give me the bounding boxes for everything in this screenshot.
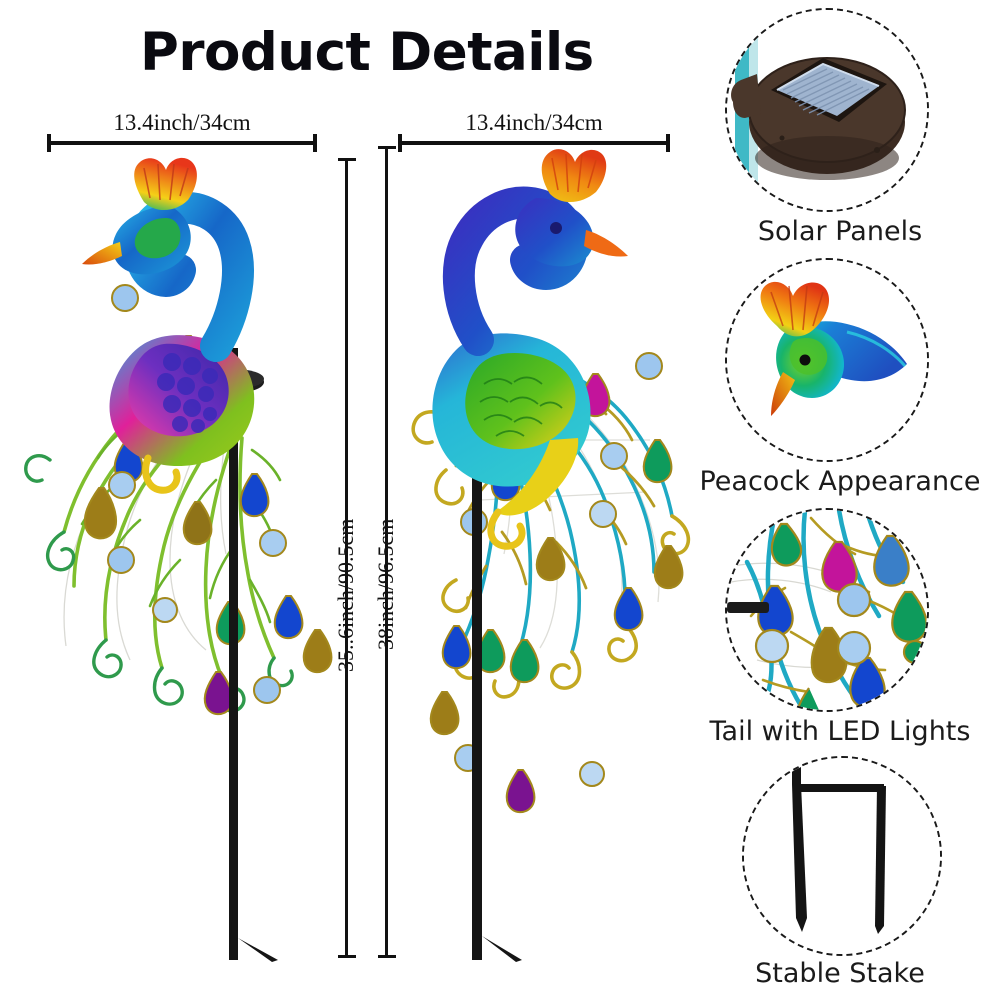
jewel-teardrop xyxy=(796,687,819,710)
jewel-teardrop xyxy=(273,595,304,640)
callout-stable-stake: Stable Stake xyxy=(690,756,990,996)
crest-lines xyxy=(551,153,597,193)
callout-label-peacock-appearance: Peacock Appearance xyxy=(699,466,981,497)
jewel-round xyxy=(253,676,281,704)
callout-label-solar-panels: Solar Panels xyxy=(757,216,923,247)
jewel-teardrop xyxy=(182,501,213,546)
rule-cap-top xyxy=(338,158,356,161)
jewel-teardrop xyxy=(203,671,234,716)
jewel-round xyxy=(152,597,178,623)
right-height-label: 38inch/96.5cm xyxy=(373,518,398,650)
jewel-round xyxy=(589,500,617,528)
rule-cap-left xyxy=(47,134,51,152)
jewel-teardrop xyxy=(509,639,540,684)
peacock-crest xyxy=(541,149,607,203)
jewel-round xyxy=(108,471,136,499)
jewel-round xyxy=(836,582,872,618)
peacock-appearance-photo xyxy=(725,258,929,462)
solar-panels-photo xyxy=(725,8,929,212)
housing-screw xyxy=(874,147,880,153)
rule-bar xyxy=(345,158,348,958)
left-height-rule xyxy=(338,158,356,958)
page-title: Product Details xyxy=(140,22,594,83)
rule-cap-top xyxy=(378,146,396,149)
tail-root-curl xyxy=(487,508,526,550)
stake-prong xyxy=(238,938,278,962)
jewel-teardrop xyxy=(441,625,472,670)
left-width-rule xyxy=(47,134,317,152)
left-width-label: 13.4inch/34cm xyxy=(113,110,251,135)
wing-scale-texture xyxy=(479,376,563,437)
right-width-label: 13.4inch/34cm xyxy=(465,110,603,135)
rule-cap-bottom xyxy=(378,955,396,958)
jewel-teardrop xyxy=(770,522,803,567)
callout-peacock-appearance: Peacock Appearance xyxy=(690,258,990,508)
callout-label-stable-stake: Stable Stake xyxy=(755,958,925,989)
jewel-round xyxy=(111,284,139,312)
callout-label-tail-led-lights: Tail with LED Lights xyxy=(709,716,971,747)
housing-side-tab xyxy=(731,74,761,118)
peacock-wing xyxy=(465,353,576,450)
jewel-teardrop xyxy=(653,545,684,590)
callout-tail-led-lights: Tail with LED Lights xyxy=(690,508,990,758)
rule-cap-left xyxy=(398,134,402,152)
jewel-round xyxy=(902,639,927,665)
peacock-crest-closeup xyxy=(760,281,830,337)
neck-highlight xyxy=(846,330,907,367)
jewel-teardrop xyxy=(83,487,117,540)
peacock-stake-left xyxy=(20,150,340,962)
stake-pole xyxy=(472,340,482,960)
solar-cell-assembly xyxy=(771,58,887,122)
wing-bubble-texture xyxy=(157,353,218,433)
peacock-beak xyxy=(82,242,122,265)
callout-solar-panels: Solar Panels xyxy=(690,8,990,258)
housing-screw xyxy=(779,135,785,141)
tail-led-photo xyxy=(725,508,929,712)
jewel-teardrop xyxy=(505,769,536,814)
jewel-teardrop xyxy=(429,691,460,736)
jewel-round xyxy=(754,628,790,664)
peacock-eye xyxy=(550,222,562,234)
stake-prong xyxy=(473,910,477,960)
stake-pole xyxy=(229,348,238,960)
rule-cap-bottom xyxy=(338,955,356,958)
tail-sweep xyxy=(496,438,579,516)
stake-pole-fragment xyxy=(727,602,769,613)
tail-root-curl xyxy=(142,454,181,494)
jewel-round xyxy=(259,529,287,557)
housing-shadow-band xyxy=(755,136,899,180)
crest-ridge-lines xyxy=(770,285,824,331)
jewel-teardrop xyxy=(613,587,644,632)
peacock-eye-closeup xyxy=(799,354,811,366)
jewel-teardrop xyxy=(873,534,910,587)
jewel-round xyxy=(600,442,628,470)
head-cheek-patch xyxy=(134,218,181,259)
stake-prong xyxy=(229,910,233,960)
rule-cap-right xyxy=(666,134,670,152)
jewel-round xyxy=(579,761,605,787)
tail-jewels xyxy=(429,352,684,814)
peacock-beak-closeup xyxy=(771,372,795,416)
stake-frame xyxy=(792,760,886,934)
rule-bar xyxy=(47,141,317,145)
jewel-teardrop xyxy=(849,656,886,709)
rule-bar xyxy=(385,146,388,958)
jewel-teardrop xyxy=(302,629,333,674)
right-height-rule xyxy=(378,146,396,958)
jewel-teardrop xyxy=(239,473,270,518)
crest-lines xyxy=(143,163,189,201)
peacock-beak xyxy=(584,230,628,257)
tail-jewels-closeup xyxy=(754,522,927,710)
stable-stake-photo xyxy=(742,756,942,956)
jewel-round xyxy=(836,630,872,666)
right-width-rule xyxy=(398,134,670,152)
peacock-stake-right xyxy=(400,140,700,962)
jewel-teardrop xyxy=(535,537,566,582)
rule-cap-right xyxy=(313,134,317,152)
jewel-round xyxy=(635,352,663,380)
rule-bar xyxy=(398,141,670,145)
stake-prong xyxy=(482,936,522,962)
jewel-teardrop xyxy=(642,439,673,484)
jewel-round xyxy=(107,546,135,574)
